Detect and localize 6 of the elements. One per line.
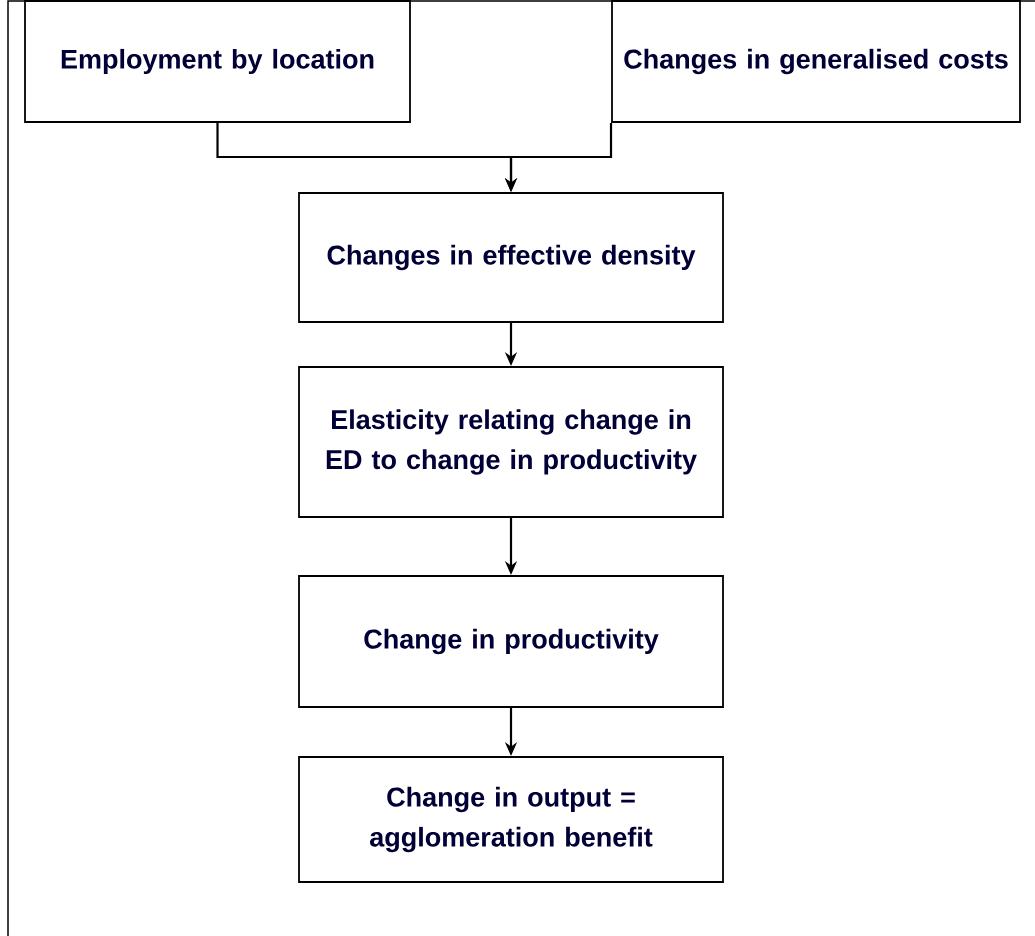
process-box: Employment by location — [24, 0, 411, 123]
process-box: Change in productivity — [298, 575, 724, 708]
process-box: Change in output = agglomeration benefit — [298, 756, 724, 883]
process-box: Elasticity relating change in ED to change in productivity — [298, 366, 724, 518]
process-box: Changes in effective density — [298, 192, 724, 323]
process-box: Changes in generalised costs — [611, 0, 1021, 123]
